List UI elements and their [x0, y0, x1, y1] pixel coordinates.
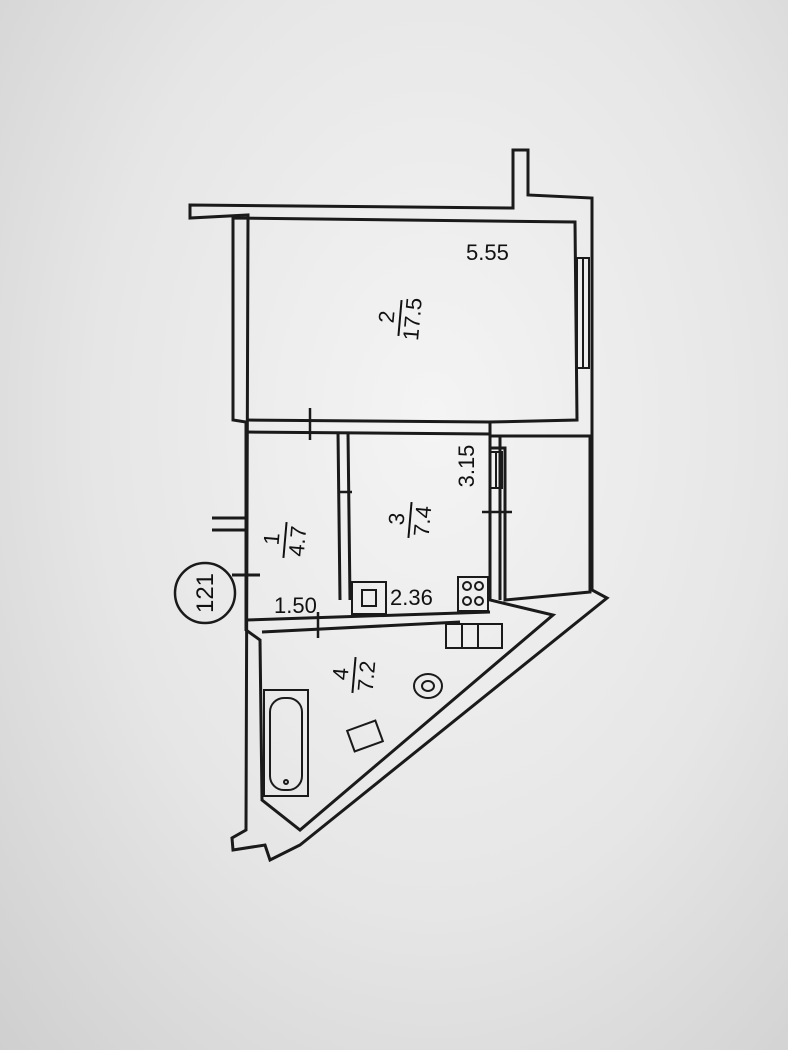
bathtub-icon — [263, 689, 309, 797]
svg-text:17.5: 17.5 — [398, 297, 427, 342]
window-icon — [489, 451, 503, 489]
outer-wall — [188, 148, 610, 863]
sink-icon — [351, 581, 387, 615]
room-label: 1 4.7 — [259, 521, 312, 559]
room-label: 2 17.5 — [374, 297, 427, 342]
partition-wall — [245, 430, 491, 436]
svg-text:4: 4 — [328, 667, 354, 681]
partition-wall — [245, 418, 491, 424]
apartment-number-badge: 121 — [173, 561, 237, 625]
partition-wall — [346, 431, 352, 601]
svg-text:7.2: 7.2 — [353, 660, 381, 693]
window-icon — [576, 257, 590, 369]
dimension-label: 2.36 — [390, 585, 433, 610]
svg-text:1: 1 — [259, 532, 285, 546]
toilet-icon — [413, 673, 443, 699]
loggia-wall — [490, 434, 592, 602]
cabinet-icon — [445, 623, 503, 649]
svg-text:4.7: 4.7 — [284, 525, 312, 558]
stove-icon — [457, 576, 489, 612]
partition-wall — [261, 620, 461, 634]
svg-text:121: 121 — [192, 573, 219, 613]
svg-text:3: 3 — [384, 512, 410, 526]
partition-wall — [245, 610, 491, 622]
room-label: 4 7.2 — [328, 656, 381, 694]
partition-wall — [336, 431, 342, 601]
svg-text:7.4: 7.4 — [409, 505, 437, 538]
svg-text:2: 2 — [374, 310, 400, 324]
dimension-label: 1.50 — [274, 593, 317, 618]
dimension-label: 3.15 — [454, 445, 479, 488]
inner-wall — [231, 216, 579, 832]
svg-text:3.15: 3.15 — [454, 445, 479, 488]
dimension-label: 5.55 — [466, 240, 509, 265]
room-label: 3 7.4 — [384, 501, 437, 539]
washbasin-icon — [345, 719, 385, 753]
left-jog — [212, 516, 248, 532]
